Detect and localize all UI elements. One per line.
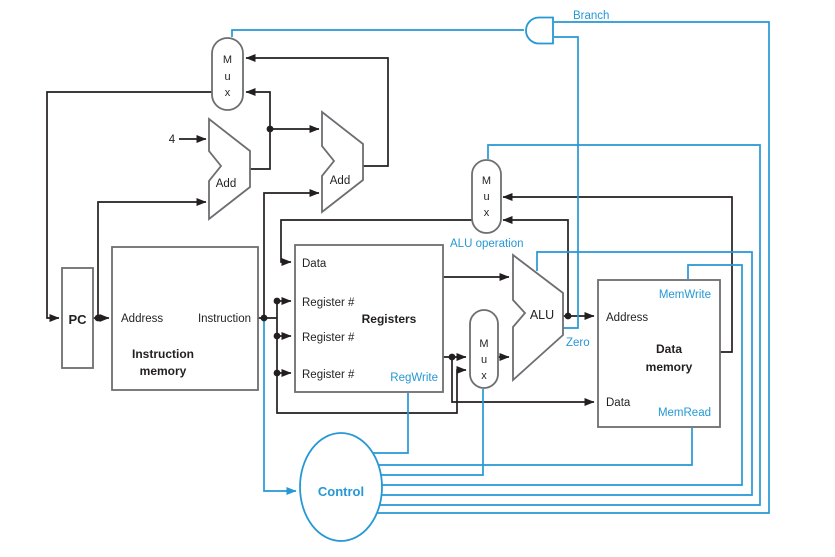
registers-reg1-port-label: Register # xyxy=(302,297,355,309)
registers-block xyxy=(294,244,444,393)
pcsrc-mux-letter-u: u xyxy=(224,71,230,83)
control-label: Control xyxy=(318,484,364,499)
wire-memtoreg xyxy=(352,144,761,506)
labels: PC 4 Address Instruction Instruction mem… xyxy=(68,10,711,499)
memtoreg-mux xyxy=(471,159,502,234)
zero-signal-label: Zero xyxy=(566,337,590,349)
wire-alusrc xyxy=(352,389,484,476)
registers-data-port-label: Data xyxy=(302,258,327,270)
alu-operation-signal-label: ALU operation xyxy=(450,238,524,250)
wire-pc-to-add1 xyxy=(97,198,207,318)
pcsrc-mux-letter-m: M xyxy=(223,54,232,66)
pcsrc-mux xyxy=(211,37,244,111)
wire-wbmux-to-regdata xyxy=(280,219,473,266)
imem-title-line1: Instruction xyxy=(132,347,194,361)
add1-adder xyxy=(208,117,251,221)
branch-signal-label: Branch xyxy=(573,10,609,22)
junction-dot xyxy=(273,332,281,340)
alusrc-mux-letter-u: u xyxy=(481,354,487,366)
wire-instr-to-add2-offset xyxy=(263,189,320,318)
wire-pcmux-to-pc xyxy=(46,91,212,322)
junction-dot xyxy=(260,314,268,322)
memtoreg-mux-letter-x: x xyxy=(484,207,490,219)
alusrc-mux xyxy=(469,309,499,389)
junction-dot xyxy=(448,353,456,361)
memread-signal-label: MemRead xyxy=(658,407,711,419)
registers-title: Registers xyxy=(362,312,417,326)
instruction-memory-block xyxy=(111,246,259,391)
wire-zero xyxy=(554,36,579,329)
dmem-title-line1: Data xyxy=(656,342,682,356)
pcsrc-mux-letter-x: x xyxy=(225,87,231,99)
wire-memread xyxy=(352,428,693,466)
alu-shape xyxy=(512,253,564,383)
wire-andgate-to-pcmux xyxy=(231,29,524,37)
junction-dot xyxy=(273,297,281,305)
wire-instr-to-control xyxy=(263,318,297,495)
constant-four-label: 4 xyxy=(169,134,176,146)
wire-branch xyxy=(352,21,770,514)
wire-dmem-readdata-to-wbmux xyxy=(502,193,733,353)
junction-dots xyxy=(94,125,572,377)
memwrite-signal-label: MemWrite xyxy=(659,289,711,301)
imem-instruction-port-label: Instruction xyxy=(198,313,251,325)
data-memory-block xyxy=(597,279,721,428)
wire-add2-to-pcmux xyxy=(245,54,389,167)
alusrc-mux-letter-m: M xyxy=(479,338,488,350)
memtoreg-mux-letter-m: M xyxy=(482,175,491,187)
regwrite-signal-label: RegWrite xyxy=(390,372,438,384)
dmem-title-line2: memory xyxy=(646,360,693,374)
alu-label: ALU xyxy=(530,308,554,322)
junction-dot xyxy=(266,125,274,133)
control-wires xyxy=(231,21,770,514)
wire-memwrite xyxy=(352,264,743,486)
pc-label: PC xyxy=(68,312,87,327)
wire-aluresult-to-wbmux xyxy=(502,216,569,316)
alusrc-mux-letter-x: x xyxy=(481,370,487,382)
add1-label: Add xyxy=(216,178,236,190)
add2-label: Add xyxy=(330,175,350,187)
dmem-address-port-label: Address xyxy=(606,312,648,324)
branch-and-gate xyxy=(525,16,554,45)
imem-address-port-label: Address xyxy=(121,313,163,325)
registers-reg3-port-label: Register # xyxy=(302,369,355,381)
add2-adder xyxy=(321,110,364,214)
control-unit xyxy=(299,432,383,542)
wire-alu-operation xyxy=(352,251,753,496)
pc-block xyxy=(61,267,94,369)
registers-reg2-port-label: Register # xyxy=(302,332,355,344)
dmem-data-port-label: Data xyxy=(606,397,631,409)
imem-title-line2: memory xyxy=(140,364,187,378)
junction-dot xyxy=(273,369,281,377)
memtoreg-mux-letter-u: u xyxy=(483,191,489,203)
junction-dot xyxy=(94,314,102,322)
wire-readdata2-to-dmemdata xyxy=(451,357,595,406)
junction-dot xyxy=(564,312,572,320)
